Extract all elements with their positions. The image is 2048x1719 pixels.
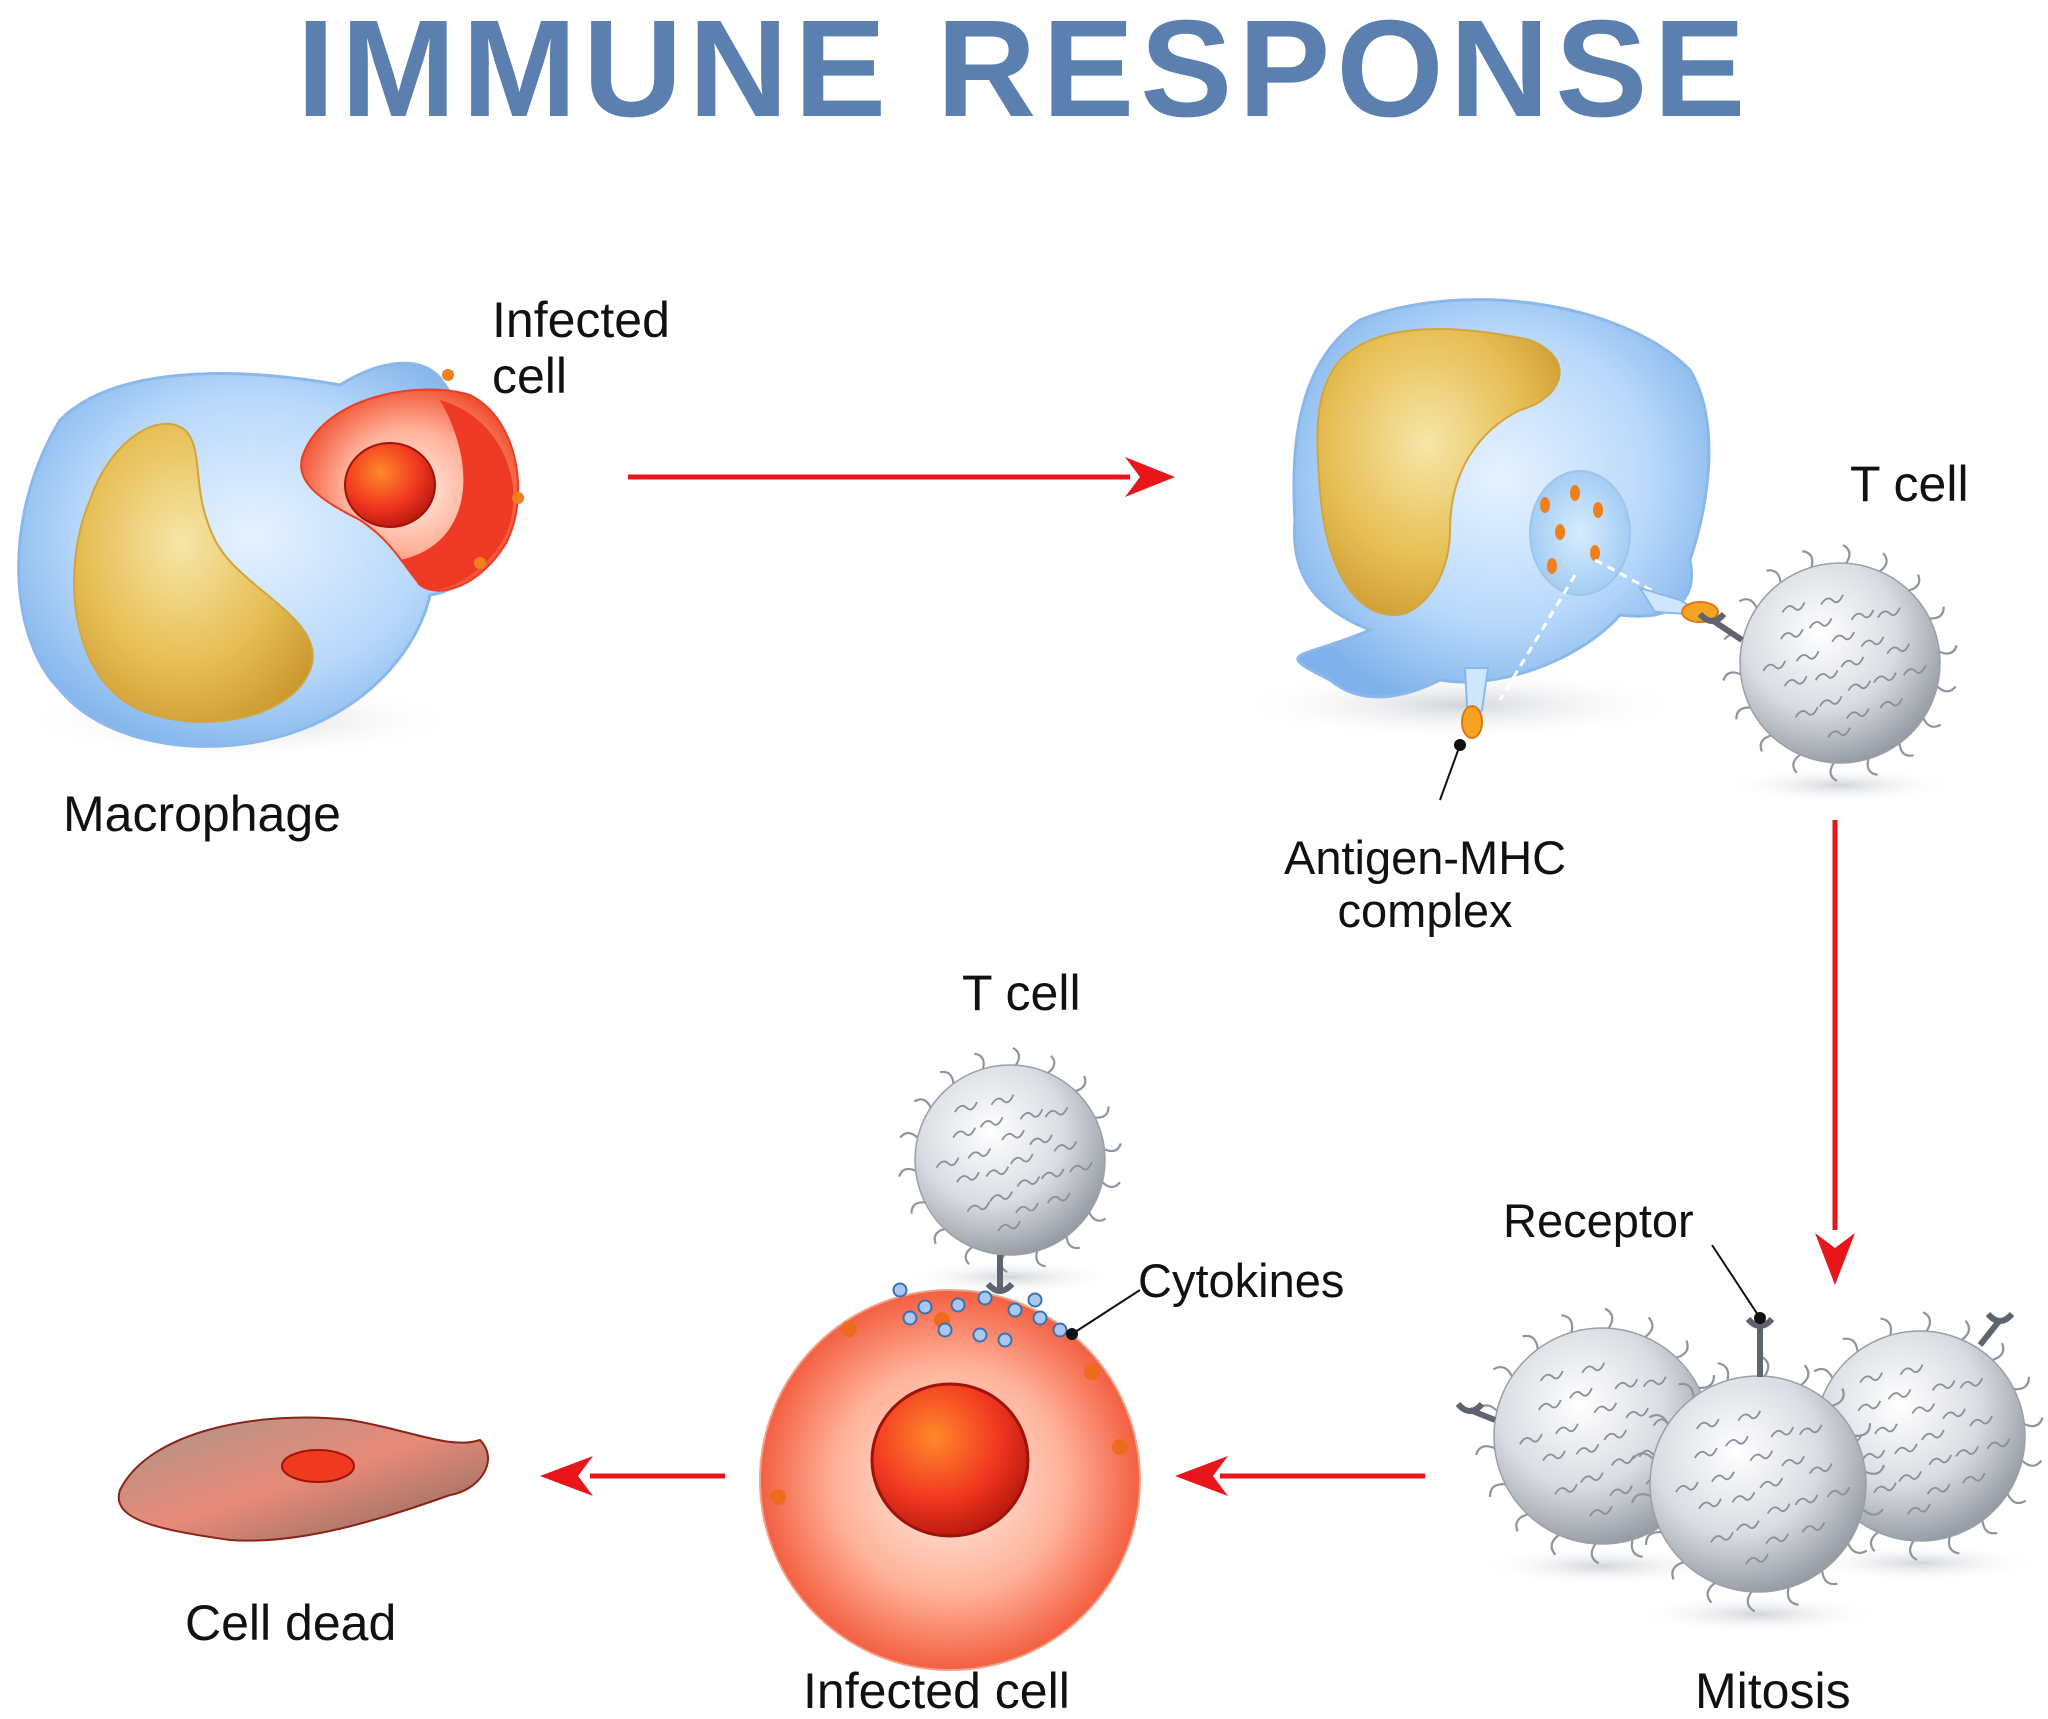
label-mitosis: Mitosis	[1695, 1663, 1851, 1719]
phagocytosed-infected-cell	[300, 369, 524, 592]
cytokine-dot	[1032, 1310, 1048, 1326]
antigen-mhc-pointer	[1439, 739, 1466, 801]
label-antigen-mhc-line2: complex	[1337, 883, 1513, 937]
receptor	[1697, 611, 1744, 643]
arrow-left-bottom-1	[1175, 1456, 1425, 1496]
receptor-pointer	[1711, 1244, 1766, 1324]
arrow-left-bottom-2	[540, 1456, 725, 1496]
receptor	[1455, 1401, 1497, 1423]
cytokine-dot	[972, 1327, 988, 1343]
diagram-title: IMMUNE RESPONSE	[296, 0, 1752, 146]
cytokine-dot	[1052, 1322, 1068, 1338]
label-t-cell-right: T cell	[1850, 456, 1969, 512]
cytokine-dot	[1027, 1292, 1043, 1308]
label-cytokines: Cytokines	[1138, 1254, 1345, 1307]
label-infected-cell-bottom: Infected cell	[803, 1663, 1070, 1719]
dead-cell	[117, 1416, 490, 1542]
t-cell-center	[898, 1046, 1122, 1295]
cytokine-dot	[917, 1299, 933, 1315]
label-t-cell-center: T cell	[962, 965, 1081, 1021]
receptor	[1745, 1316, 1775, 1377]
t-cell-mitosis-center	[1630, 1316, 1886, 1634]
cytokine-dot	[950, 1297, 966, 1313]
arrow-right-top	[628, 457, 1175, 497]
receptor	[1977, 1311, 2015, 1347]
label-infected-cell-top: Infected cell	[492, 292, 670, 404]
t-cell-top-right	[1697, 544, 1958, 803]
cytokine-dot	[1007, 1302, 1023, 1318]
receptor	[985, 1255, 1015, 1294]
antigen-presenting-macrophage	[1230, 298, 1719, 741]
label-receptor: Receptor	[1503, 1194, 1694, 1247]
cytokine-dot	[902, 1310, 918, 1326]
label-antigen-mhc-complex: Antigen-MHC complex	[1284, 831, 1567, 937]
cytokine-dot	[937, 1322, 953, 1338]
arrow-down-right	[1815, 820, 1855, 1285]
cytokine-dot	[892, 1282, 908, 1298]
cytokine-dot	[977, 1290, 993, 1306]
infected-cell-target	[759, 1289, 1141, 1671]
label-antigen-mhc-line1: Antigen-MHC	[1284, 831, 1567, 884]
label-infected-cell-top-line1: Infected	[492, 292, 670, 348]
cytokines-pointer	[1066, 1289, 1141, 1340]
label-macrophage: Macrophage	[63, 786, 341, 842]
cytokines-dots	[892, 1282, 1068, 1348]
arrows	[540, 457, 1855, 1496]
cytokine-dot	[997, 1332, 1013, 1348]
label-cell-dead: Cell dead	[185, 1595, 397, 1651]
label-infected-cell-top-line2: cell	[492, 348, 568, 404]
t-cells-group	[898, 544, 2044, 1634]
